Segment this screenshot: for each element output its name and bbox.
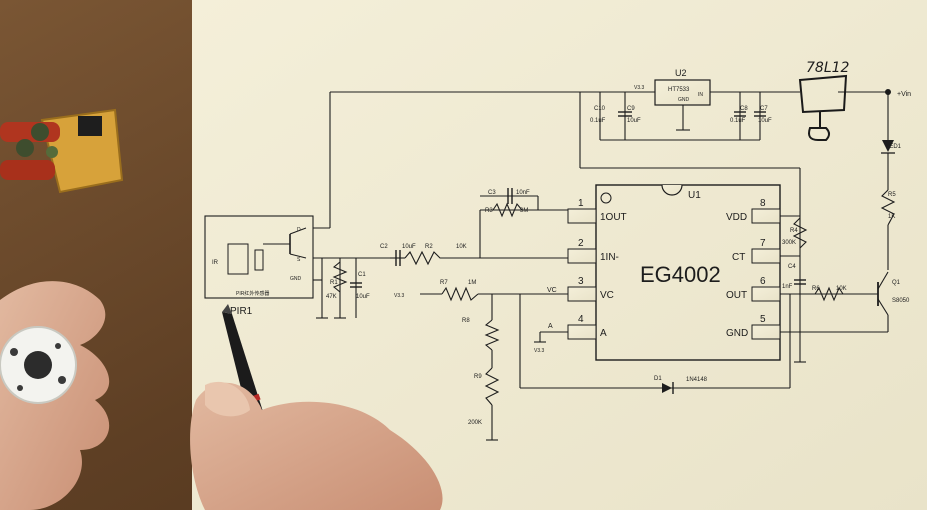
c9-ref: C9 [627, 106, 635, 112]
ground-symbols [316, 317, 806, 441]
r7-ref: R7 [440, 280, 448, 286]
r4-value: 300K [782, 240, 796, 246]
r9-value: 200K [468, 420, 482, 426]
r5-value: 1K [888, 214, 895, 220]
resistors [332, 189, 896, 406]
q1-ref: Q1 [892, 280, 901, 286]
r3-value: 3M [520, 208, 528, 214]
u1-part-number: EG4002 [640, 262, 721, 287]
r1-ref: R1 [330, 280, 338, 286]
c2-value: 10uF [402, 244, 416, 250]
pir-caption: PIR红外传感器 [236, 290, 269, 297]
r4-ref: R4 [790, 228, 798, 234]
c3-ref: C3 [488, 190, 496, 196]
pin1-num: 1 [578, 198, 584, 209]
pin4-name: A [600, 328, 607, 339]
pin3-name: VC [600, 290, 614, 301]
c2-ref: C2 [380, 244, 388, 250]
vin-label: +Vin [897, 91, 911, 98]
schematic-wires [313, 91, 889, 440]
ic-u1 [595, 184, 781, 361]
c10-value: 0.1uF [590, 118, 606, 124]
u2-out: V3.3 [634, 85, 645, 91]
pir-pin-s: S [297, 257, 301, 263]
u2-ref: U2 [675, 68, 687, 78]
pin2-num: 2 [578, 238, 584, 249]
pin8-num: 8 [760, 198, 766, 209]
c7-value: 10uF [758, 118, 772, 124]
diode-d1 [662, 382, 674, 394]
pcb-board [0, 108, 124, 194]
c4-ref: C4 [788, 264, 796, 270]
pin1-name: 1OUT [600, 212, 627, 223]
pin6-name: OUT [726, 290, 747, 301]
pir-ir: IR [212, 260, 219, 266]
pin6-num: 6 [760, 276, 766, 287]
pin8-name: VDD [726, 212, 747, 223]
r9-ref: R9 [474, 374, 482, 380]
r6-ref: R6 [812, 286, 820, 292]
pin5-num: 5 [760, 314, 766, 325]
pin7-name: CT [732, 252, 745, 263]
r3-ref: R3 [485, 208, 493, 214]
pin7-num: 7 [760, 238, 766, 249]
ic-pin-boxes [567, 208, 781, 340]
pin2-name: 1IN- [600, 252, 619, 263]
r6-value: 10K [836, 286, 847, 292]
r7-value: 1M [468, 280, 476, 286]
c1-value: 10uF [356, 294, 370, 300]
u1-ref: U1 [688, 190, 701, 201]
transistor-q1 [877, 271, 889, 316]
pin5-name: GND [726, 328, 748, 339]
capacitors [350, 111, 806, 288]
a-supply-label: V3.3 [534, 348, 545, 354]
c8-ref: C8 [740, 106, 748, 112]
v33-label: V3.3 [394, 293, 405, 299]
handwritten-78l12: 78L12 [806, 60, 850, 76]
pir-pin-gnd: GND [290, 276, 302, 282]
c4-value: 1nF [782, 284, 793, 290]
pin4-num: 4 [578, 314, 584, 325]
c10-ref: C10 [594, 106, 606, 112]
right-hand [190, 381, 443, 510]
u2-part: HT7533 [668, 87, 690, 93]
sensor-module [0, 326, 77, 404]
q1-value: S8050 [892, 298, 910, 304]
a-net-label: A [548, 323, 553, 330]
c8-value: 0.1uF [730, 118, 746, 124]
r2-ref: R2 [425, 244, 433, 250]
c7-ref: C7 [760, 106, 768, 112]
pir-sensor-block [204, 215, 314, 299]
handwritten-sketch [798, 74, 891, 141]
u2-gnd: GND [678, 97, 690, 103]
led1 [881, 140, 895, 165]
led1-ref: LED1 [886, 144, 902, 150]
pir-pin-d: D [297, 227, 301, 233]
regulator-u2 [654, 79, 711, 106]
c1-ref: C1 [358, 272, 366, 278]
pin3-num: 3 [578, 276, 584, 287]
c3-value: 10nF [516, 190, 530, 196]
r8-ref: R8 [462, 318, 470, 324]
c9-value: 10uF [627, 118, 641, 124]
r2-value: 10K [456, 244, 467, 250]
d1-value: 1N4148 [686, 377, 708, 383]
r1-value: 47K [326, 294, 337, 300]
u2-in: IN [698, 92, 703, 98]
vc-net-label: VC [547, 287, 557, 294]
pir-ref: PIR1 [230, 306, 253, 317]
d1-ref: D1 [654, 376, 662, 382]
r5-ref: R5 [888, 192, 896, 198]
